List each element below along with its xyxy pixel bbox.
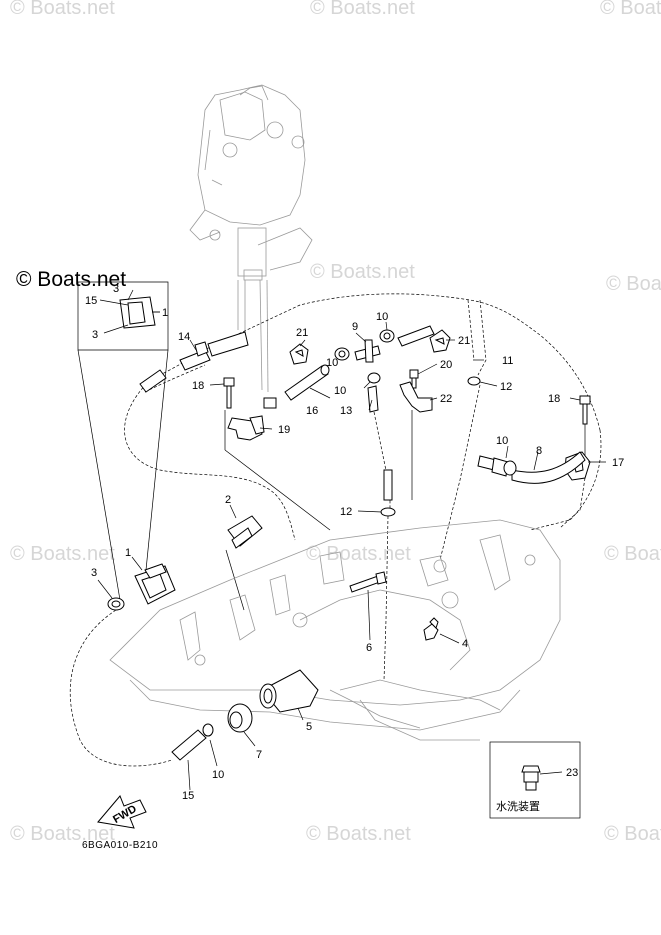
callout-10: 10 [376,311,388,323]
part-4-nipple [423,617,439,641]
part-6-screw [349,571,387,641]
callout-21: 21 [458,335,470,347]
watermark: © Boats.net [10,543,115,565]
callout-4: 4 [462,638,468,650]
part-clamp-small [263,397,277,409]
callout-2: 2 [225,494,231,506]
part-3-clamp [107,597,125,611]
callout-23: 23 [566,767,578,779]
part-10-clamp-2 [379,329,395,343]
watermark: © Boats.net [310,261,415,283]
callout-3: 3 [91,567,97,579]
main-water-hose [124,293,602,541]
callout-10: 10 [326,357,338,369]
callout-3: 3 [113,283,119,295]
leader-lines [97,311,606,791]
callout-15: 15 [85,295,97,307]
tube-11 [439,299,487,561]
part-7-nut [227,703,253,733]
inset-box-seal [77,281,169,601]
callout-22: 22 [440,393,452,405]
inset-box-flush [489,741,581,819]
part-18-bolt-left [223,377,235,409]
callout-10: 10 [212,769,224,781]
watermark: © Boats.net [600,0,661,19]
callout-9: 9 [352,321,358,333]
part-5-fitting [259,669,319,713]
bottom-cowling [109,519,561,741]
callout-6: 6 [366,642,372,654]
watermark: © Boats.net [606,273,661,295]
drawing-code: 6BGA010-B210 [82,840,158,851]
part-21-clip-right [429,329,451,353]
callout-11: 11 [502,355,513,367]
watermark: © Boats.net [306,823,411,845]
part-1-grommet [134,563,176,605]
callout-14: 14 [178,331,190,343]
callout-15: 15 [182,790,194,802]
part-16-hose [284,364,330,401]
part-15-hose [69,609,207,767]
callout-16: 16 [306,405,318,417]
callout-1: 1 [162,307,168,319]
part-19-bracket [224,410,331,531]
watermark-group: © Boats.net © Boats.net © Boats.net © Bo… [10,0,661,845]
watermark: © Boats.net [310,0,415,19]
engine-tubes [237,279,269,393]
callout-7: 7 [256,749,262,761]
part-22-bracket [399,381,433,500]
inset-caption: 水洗装置 [496,800,540,813]
callout-20: 20 [440,359,452,371]
part-8-hose [477,451,586,529]
callout-12: 12 [340,506,352,518]
watermark: © Boats.net [604,823,661,845]
callout-3: 3 [92,329,98,341]
part-10-clamp-1 [334,347,350,361]
callout-13: 13 [340,405,352,417]
watermark: © Boats.net [604,543,661,565]
callout-19: 19 [278,424,290,436]
callout-10: 10 [334,385,346,397]
watermark: © Boats.net [306,543,411,565]
part-18-bolt-right [579,395,591,460]
callout-21: 21 [296,327,308,339]
callout-18: 18 [192,380,204,392]
callout-17: 17 [612,457,624,469]
callout-10: 10 [496,435,508,447]
callout-8: 8 [536,445,542,457]
part-upper-hose [397,325,435,347]
callout-12: 12 [500,381,512,393]
callout-5: 5 [306,721,312,733]
engine-silhouette [189,84,313,281]
fwd-arrow: FWD [97,795,147,829]
callout-18: 18 [548,393,560,405]
part-2-grommet [225,515,263,611]
part-12-clip-right [467,376,481,386]
part-10-clamp-3 [367,372,381,384]
callouts: 3 15 1 3 14 18 19 21 16 9 10 10 10 13 21… [85,283,624,802]
part-9-tee [354,339,381,363]
part-21-clip-left [289,343,309,365]
callout-1: 1 [125,547,131,559]
watermark: © Boats.net [10,0,115,19]
part-10-clamp-lower [202,723,214,737]
part-14-tee [179,331,249,371]
watermark: © Boats.net [10,823,115,845]
main-watermark: © Boats.net [16,268,126,291]
